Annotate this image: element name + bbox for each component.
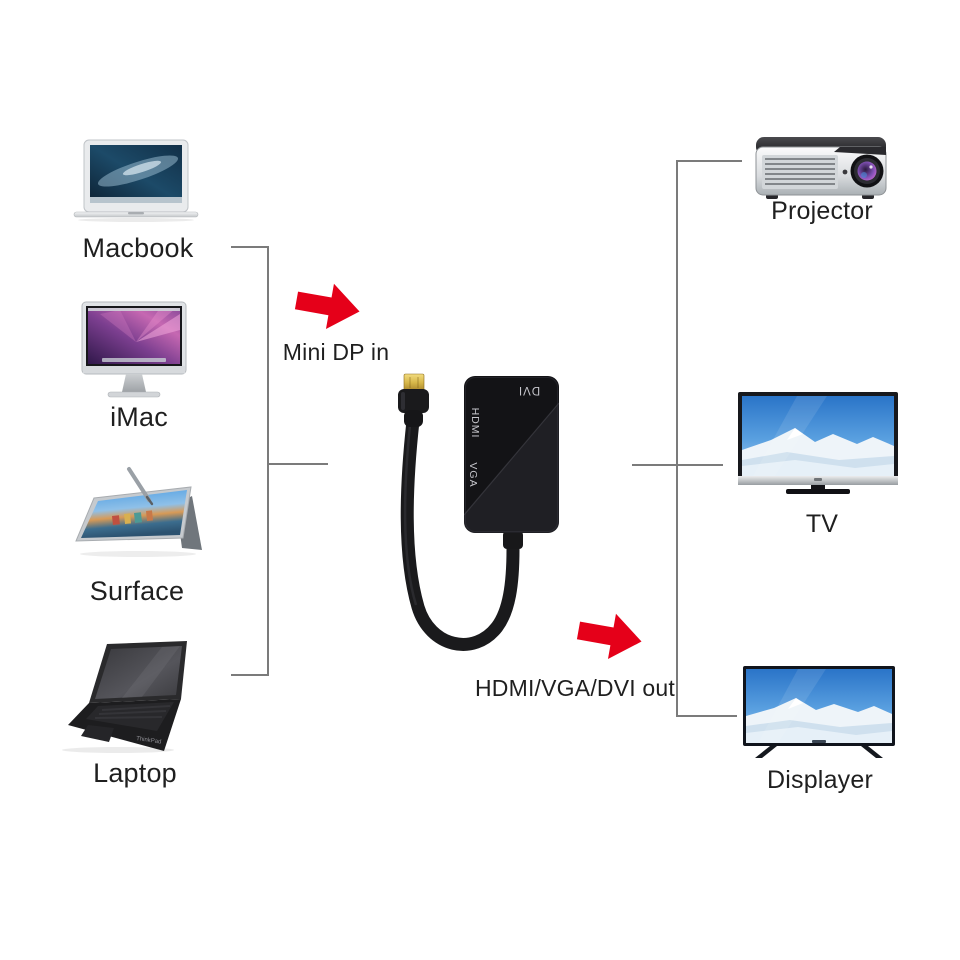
output-arrow-label: HDMI/VGA/DVI out — [474, 675, 676, 701]
imac-icon — [81, 301, 187, 398]
tv-icon — [738, 392, 898, 494]
projector-icon — [755, 137, 887, 199]
adapter-body — [464, 376, 559, 533]
arrow-right-icon — [294, 283, 360, 329]
tv-label: TV — [805, 510, 839, 538]
mini-dp-strain-relief — [404, 410, 423, 427]
cable-highlight — [403, 424, 418, 606]
hdmi-port-label: HDMI — [469, 408, 481, 439]
macbook-figure — [66, 137, 206, 232]
output-arrow-shape — [576, 613, 642, 659]
macbook-icon — [73, 139, 199, 222]
line-right-vertical — [676, 160, 678, 717]
line-left-vertical — [267, 246, 269, 676]
input-arrow-figure — [292, 276, 364, 336]
line-displayer-branch — [676, 715, 737, 717]
projector-figure — [748, 128, 894, 204]
line-projector-branch — [676, 160, 742, 162]
mini-dp-plug-body — [398, 389, 429, 413]
surface-icon — [75, 467, 202, 557]
line-left-to-adapter — [267, 463, 328, 465]
output-arrow-figure — [574, 606, 646, 666]
laptop-figure: ThinkPad — [52, 630, 192, 756]
displayer-label: Displayer — [767, 766, 873, 794]
mini-dp-gold-tip — [403, 373, 425, 392]
macbook-label: Macbook — [82, 233, 194, 263]
arrow-right-icon — [576, 613, 642, 659]
adapter-cable — [400, 414, 520, 651]
tv-figure — [735, 390, 902, 502]
projector-lens — [850, 154, 884, 188]
dvi-port-label: DVI — [518, 384, 540, 396]
projector-label: Projector — [771, 197, 873, 225]
line-macbook-branch — [231, 246, 269, 248]
input-arrow-label: Mini DP in — [282, 339, 390, 365]
laptop-icon: ThinkPad — [62, 641, 187, 753]
displayer-icon — [743, 666, 895, 758]
line-tv-branch — [632, 464, 723, 466]
displayer-figure — [740, 664, 898, 762]
imac-figure — [76, 300, 192, 404]
adapter-figure: DVI HDMI VGA — [370, 355, 670, 690]
surface-figure — [60, 460, 206, 570]
projector-sensor-dot — [842, 169, 848, 175]
input-arrow-shape — [294, 283, 360, 329]
laptop-brand-text: ThinkPad — [136, 736, 162, 745]
line-laptop-branch — [231, 674, 269, 676]
imac-label: iMac — [110, 402, 168, 432]
vga-port-label: VGA — [467, 462, 479, 487]
mini-dp-adapter-icon: DVI HDMI VGA — [398, 373, 559, 651]
adapter-stub — [503, 531, 523, 549]
laptop-label: Laptop — [93, 758, 177, 788]
surface-label: Surface — [89, 576, 185, 606]
